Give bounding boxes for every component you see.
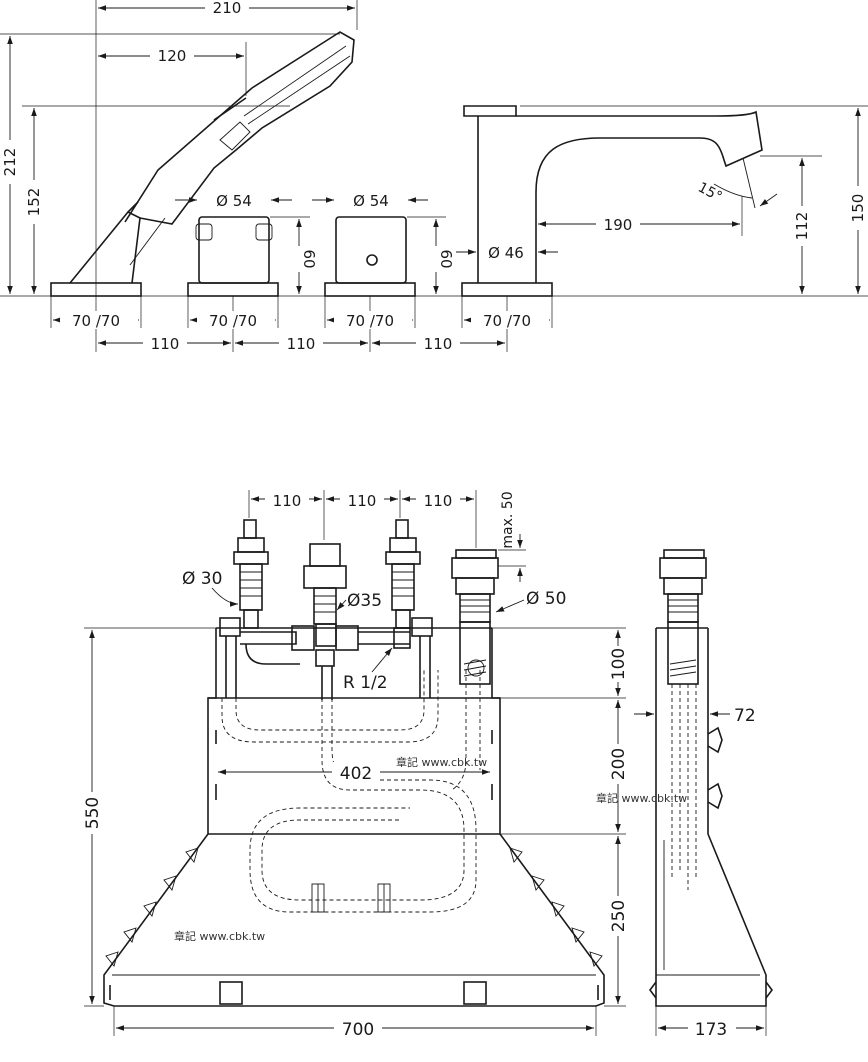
valve-cartridge-left [233,519,269,629]
spout-connector [451,549,499,685]
dim-base-valve-right: 70 /70 [346,312,394,330]
dim-150: 150 [849,194,867,223]
watermark-text: 章記 www.cbk.tw [396,755,487,769]
diverter-center [303,543,347,700]
valve-handle-left [187,216,279,297]
installation-front-view: 110 110 110 max. 50 Ø 30 Ø35 Ø 50 R 1/2 … [80,490,630,1040]
dim-angle-15: 15° [695,180,724,206]
dim-60-right: 60 [437,249,455,268]
dim-120: 120 [158,47,187,65]
dim-60-left: 60 [300,249,318,268]
dim-dia-46: Ø 46 [488,244,524,262]
bath-spout [461,105,763,297]
watermark-text: 章記 www.cbk.tw [596,791,687,805]
dim-spacing-1: 110 [151,335,180,353]
dim-100: 100 [609,648,629,680]
dim-spacing-2: 110 [287,335,316,353]
dim-200: 200 [609,748,629,780]
valve-cartridge-right [385,519,421,629]
manifold-pipe [219,617,433,698]
dim-dia-54-left: Ø 54 [216,192,252,210]
dim-173: 173 [695,1020,727,1040]
dim-212: 212 [1,148,19,177]
install-spacing-1: 110 [273,492,302,510]
dim-112: 112 [793,212,811,241]
dim-dia-50: Ø 50 [526,589,566,609]
dim-spacing-3: 110 [424,335,453,353]
top-elevation-view: 210 120 212 152 Ø 54 60 Ø 54 60 [0,0,868,353]
dim-dia-35: Ø35 [347,591,382,611]
dim-700: 700 [342,1020,374,1040]
dim-250: 250 [609,900,629,932]
install-spacing-3: 110 [424,492,453,510]
dim-550: 550 [83,797,103,829]
dim-base-spout: 70 /70 [483,312,531,330]
dim-190: 190 [604,216,633,234]
watermark-text: 章記 www.cbk.tw [174,929,265,943]
dim-dia-30: Ø 30 [182,569,222,589]
dim-thread-r-half: R 1/2 [343,673,388,693]
dim-base-valve-left: 70 /70 [209,312,257,330]
install-spacing-2: 110 [348,492,377,510]
dim-max-50: max. 50 [500,491,516,548]
dim-152: 152 [25,188,43,217]
valve-handle-right [324,216,416,297]
dim-72: 72 [734,706,756,726]
installation-side-view: 72 173 [634,549,773,1040]
dim-dia-54-right: Ø 54 [353,192,389,210]
dim-210: 210 [213,0,242,17]
dim-402: 402 [340,764,372,784]
dim-base-hand-shower: 70 /70 [72,312,120,330]
